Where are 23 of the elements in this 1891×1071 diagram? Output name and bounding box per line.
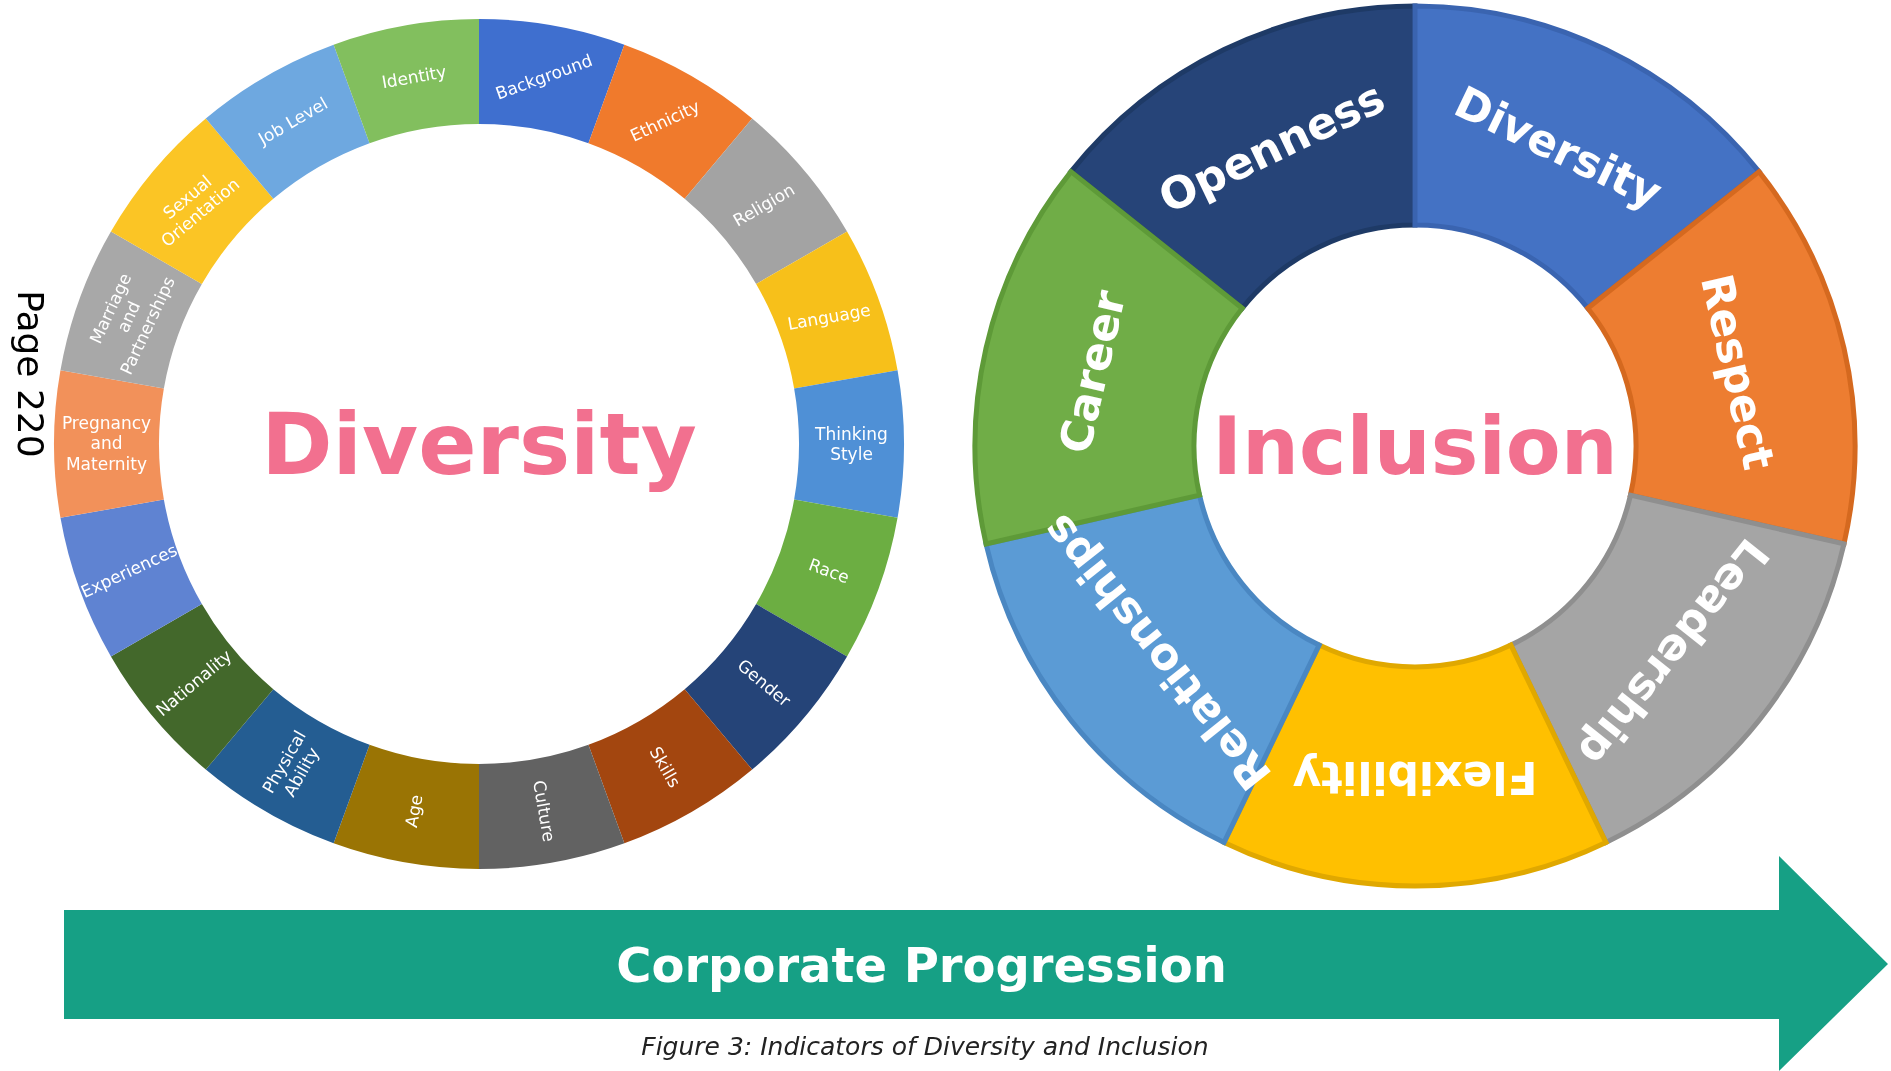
segment-label: Age [400,791,428,831]
segment-label: Culture [527,777,561,845]
ring-segment [333,744,479,869]
segment-label: Identity [379,60,450,95]
ring-segment [684,604,848,770]
center-title: Inclusion [1212,399,1618,493]
center-title: Diversity [261,394,697,494]
segment-label: Pregnancy and Maternity [61,413,152,475]
ring-segment [479,19,625,144]
segment-label: Race [805,553,854,590]
page-number: Page 220 [9,290,51,458]
segment-label: Respect [1690,268,1786,477]
segment-label: Language [784,298,874,336]
ring-segment [333,19,479,144]
figure-caption: Figure 3: Indicators of Diversity and Inclusion [640,1032,1210,1061]
segment-label: Thinking Style [814,423,889,465]
ring-segment [756,499,898,657]
ring-segment [479,744,625,869]
segment-label: Career [1047,285,1137,461]
arrow-label: Corporate Progression [615,936,1228,995]
ring-segment [756,231,898,389]
ring-segment [794,370,904,518]
progress-arrow [64,856,1888,1071]
